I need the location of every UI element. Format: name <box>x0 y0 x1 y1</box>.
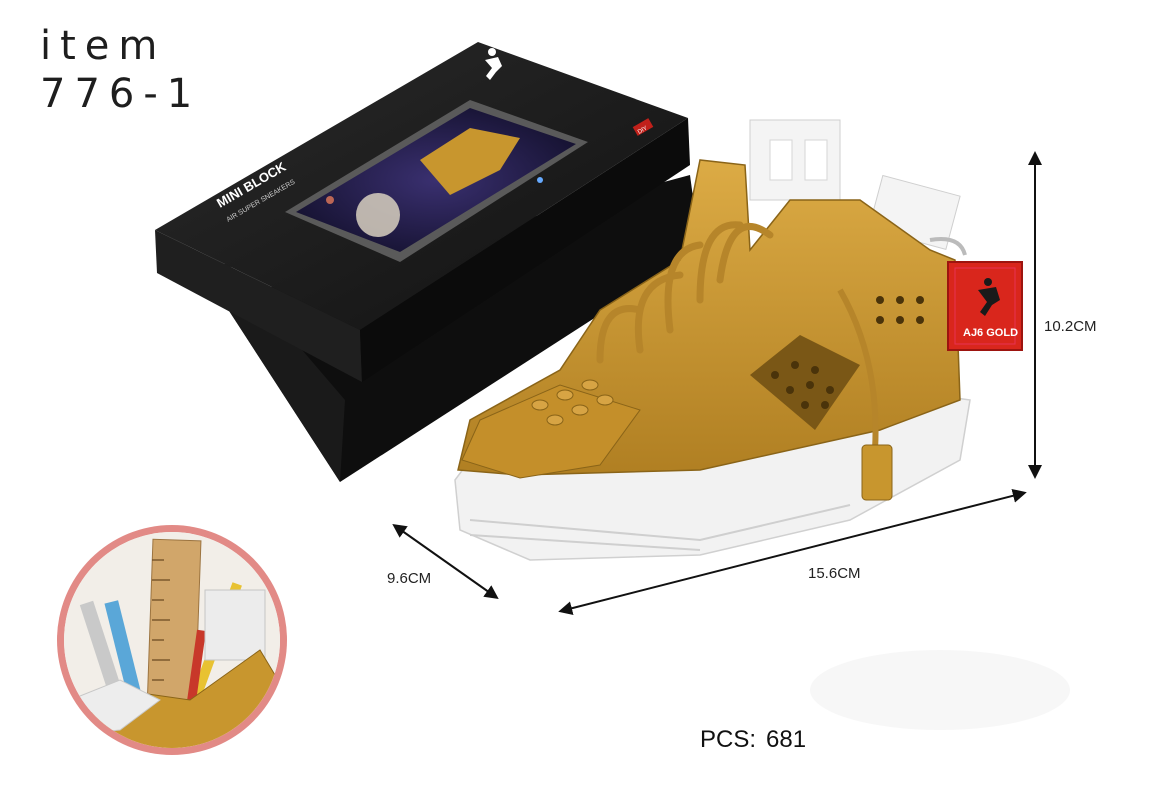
jumpman-logo-icon <box>485 48 502 80</box>
tag-text: AJ6 GOLD <box>963 327 1018 339</box>
length-dimension-label: 15.6CM <box>808 565 861 582</box>
key-ring <box>929 237 967 256</box>
box-diy-text: DIY <box>637 125 649 135</box>
aj6-gold-tag: AJ6 GOLD <box>947 261 1023 351</box>
height-dimension-label: 10.2CM <box>1044 318 1097 335</box>
item-label-line2: 776-1 <box>40 71 202 117</box>
shoe-box: MINI BLOCK AIR SUPER SNEAKERS DIY <box>155 42 700 482</box>
item-label-line1: item <box>40 23 167 69</box>
box-diy-badge <box>632 118 654 136</box>
depth-dimension-arrow <box>392 523 499 600</box>
usage-inset-circle <box>57 525 287 755</box>
item-number: item 776-1 <box>40 22 201 118</box>
piece-count-value: 681 <box>766 726 807 753</box>
piece-count: PCS: 681 <box>700 726 806 754</box>
piece-count-label: PCS: <box>700 726 757 753</box>
tag-jumpman-icon <box>978 278 1000 316</box>
depth-dimension-label: 9.6CM <box>387 570 432 587</box>
length-dimension-arrow <box>558 488 1027 616</box>
